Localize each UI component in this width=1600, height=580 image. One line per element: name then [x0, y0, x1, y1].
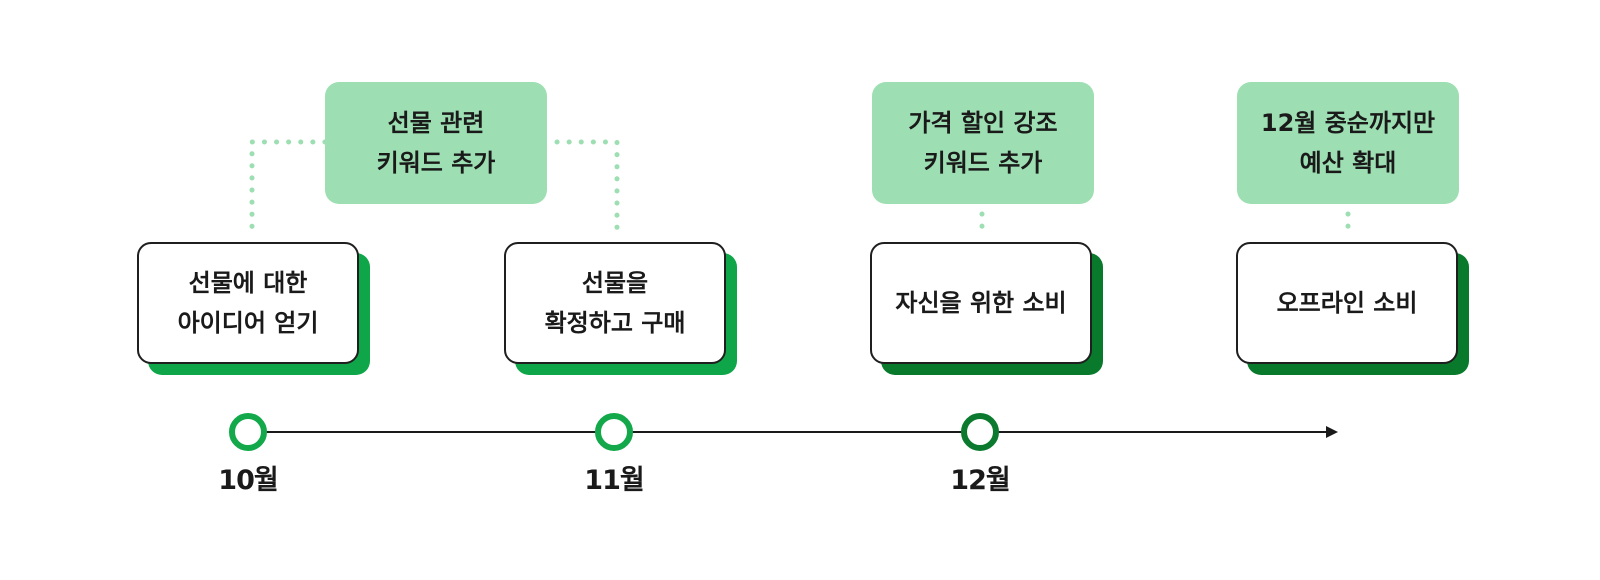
- card-label: 선물을 확정하고 구매: [504, 242, 726, 364]
- card-label: 자신을 위한 소비: [870, 242, 1092, 364]
- timeline-arrowhead: [1326, 426, 1338, 438]
- timeline-marker-december: [961, 413, 999, 451]
- dotted-connector-note1-right: [554, 139, 620, 239]
- note-discount-keywords: 가격 할인 강조 키워드 추가: [872, 82, 1094, 204]
- month-label-december: 12월: [950, 465, 1010, 496]
- card-label: 선물에 대한 아이디어 얻기: [137, 242, 359, 364]
- dotted-connector-note1-left: [249, 139, 328, 239]
- note-gift-keywords: 선물 관련 키워드 추가: [325, 82, 547, 204]
- card-gift-purchase: 선물을 확정하고 구매: [504, 242, 737, 375]
- note-budget-expansion: 12월 중순까지만 예산 확대: [1237, 82, 1459, 204]
- timeline-marker-october: [229, 413, 267, 451]
- card-gift-ideas: 선물에 대한 아이디어 얻기: [137, 242, 370, 375]
- month-label-november: 11월: [584, 465, 644, 496]
- card-offline-spending: 오프라인 소비: [1236, 242, 1469, 375]
- card-self-spending: 자신을 위한 소비: [870, 242, 1103, 375]
- card-label: 오프라인 소비: [1236, 242, 1458, 364]
- month-label-october: 10월: [218, 465, 278, 496]
- timeline-marker-november: [595, 413, 633, 451]
